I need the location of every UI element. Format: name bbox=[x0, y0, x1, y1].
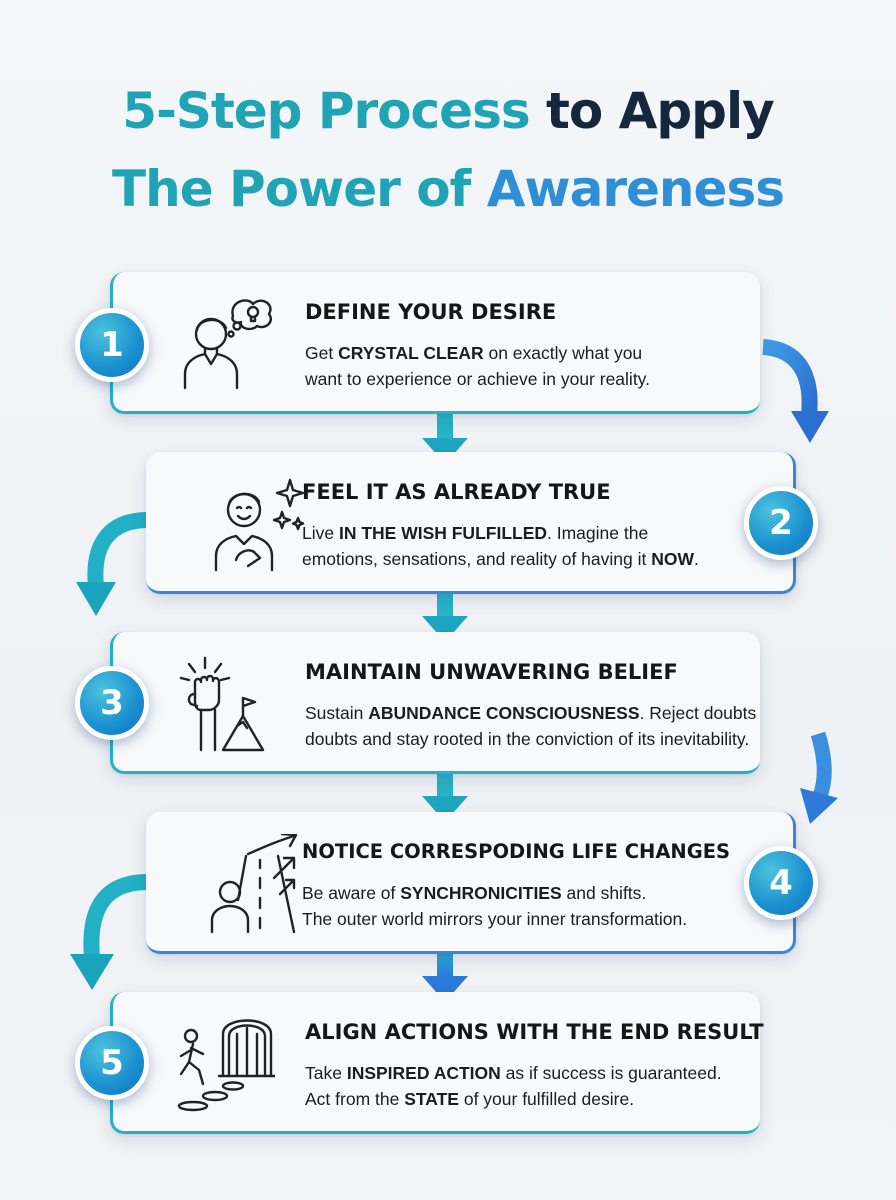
step-card-3: MAINTAIN UNWAVERING BELIEF Sustain ABUND… bbox=[110, 632, 760, 774]
step-description: Take INSPIRED ACTION as if success is gu… bbox=[305, 1063, 722, 1109]
down-arrow-icon bbox=[422, 952, 468, 1002]
step-description: Be aware of SYNCHRONICITIES and shifts. … bbox=[302, 883, 688, 929]
title-text-2: The Power of bbox=[112, 160, 471, 218]
step-card-4: NOTICE CORRESPODING LIFE CHANGES Be awar… bbox=[146, 812, 796, 954]
title-text: to Apply bbox=[546, 82, 775, 140]
step-description: Get CRYSTAL CLEAR on exactly what you wa… bbox=[305, 343, 650, 389]
title-highlight: 5-Step Process bbox=[122, 82, 530, 140]
step-number-badge-1: 1 bbox=[75, 308, 149, 382]
step-number-badge-2: 2 bbox=[744, 486, 818, 560]
title-line-1: 5-Step Process to Apply bbox=[0, 72, 896, 150]
person-path-arrows-icon bbox=[210, 834, 298, 934]
step-heading: MAINTAIN UNWAVERING BELIEF bbox=[305, 660, 678, 684]
down-arrow-icon bbox=[422, 772, 468, 822]
step-heading: DEFINE YOUR DESIRE bbox=[305, 300, 557, 324]
step-heading: NOTICE CORRESPODING LIFE CHANGES bbox=[302, 840, 731, 863]
step-number-badge-4: 4 bbox=[744, 846, 818, 920]
step-description: Live IN THE WISH FULFILLED. Imagine the … bbox=[302, 523, 699, 569]
step-number-badge-3: 3 bbox=[75, 666, 149, 740]
curved-arrow-icon bbox=[800, 731, 838, 824]
smiling-person-sparkles-icon bbox=[214, 478, 305, 572]
thinking-person-lightbulb-icon bbox=[183, 299, 272, 390]
title-line-2: The Power of Awareness bbox=[0, 150, 896, 228]
step-description: Sustain ABUNDANCE CONSCIOUSNESS. Reject … bbox=[305, 703, 757, 749]
curved-arrow-icon bbox=[76, 512, 149, 616]
person-climbing-steps-gate-icon bbox=[177, 1019, 275, 1112]
down-arrow-icon bbox=[422, 592, 468, 642]
curved-arrow-icon bbox=[762, 339, 829, 443]
page-title: 5-Step Process to Apply The Power of Awa… bbox=[0, 72, 896, 228]
raised-fist-mountain-flag-icon bbox=[179, 656, 265, 752]
step-heading: FEEL IT AS ALREADY TRUE bbox=[302, 480, 611, 504]
step-heading: ALIGN ACTIONS WITH THE END RESULT bbox=[305, 1020, 764, 1044]
curved-arrow-icon bbox=[70, 874, 149, 990]
down-arrow-icon bbox=[422, 414, 468, 464]
step-card-5: ALIGN ACTIONS WITH THE END RESULT Take I… bbox=[110, 992, 764, 1134]
step-card-2: FEEL IT AS ALREADY TRUE Live IN THE WISH… bbox=[146, 452, 796, 594]
step-card-1: DEFINE YOUR DESIRE Get CRYSTAL CLEAR on … bbox=[110, 272, 760, 414]
step-number-badge-5: 5 bbox=[75, 1026, 149, 1100]
title-highlight-2: Awareness bbox=[486, 160, 785, 218]
